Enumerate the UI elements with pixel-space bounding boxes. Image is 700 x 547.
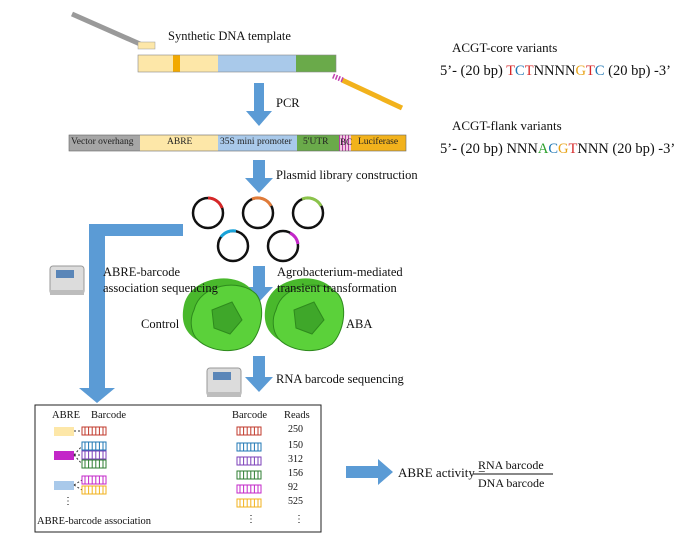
right-barcode-4 (236, 470, 262, 480)
reads-value: 525 (288, 496, 303, 507)
right-barcode-1 (236, 426, 262, 436)
construct-bar (68, 134, 407, 152)
plasmid-3 (291, 196, 325, 230)
left-barcode-3 (81, 450, 107, 460)
left-barcode-5 (81, 475, 107, 485)
agro-label-2: transient transformation (277, 281, 397, 295)
left-barcode-2 (81, 441, 107, 451)
formula-arrow (346, 459, 393, 485)
left-barcode-6 (81, 485, 107, 495)
plasmid-2 (241, 196, 275, 230)
reads-value: 150 (288, 440, 303, 451)
reads-ellipsis: ⋮ (294, 514, 304, 525)
assoc-seq-label-2: association sequencing (103, 281, 218, 295)
formula-numerator: RNA barcode (478, 458, 544, 472)
barcode-table-box (34, 404, 322, 533)
core-variants-title: ACGT-core variants (452, 40, 558, 55)
plasmid-library (191, 196, 325, 263)
core-seq-part: C (515, 63, 525, 79)
plasmid-arrow (245, 160, 273, 193)
flank-variants-title: ACGT-flank variants (452, 118, 562, 133)
flank-seq-part: 5’- (20 bp) NNN (440, 141, 538, 157)
core-seq-part: T (524, 63, 534, 79)
rna-seq-arrow (245, 356, 273, 392)
left-barcodes (81, 426, 107, 495)
table-reads-header: Reads (284, 410, 310, 421)
construct-bc: BC (340, 137, 353, 147)
reads-value: 250 (288, 424, 303, 435)
reads-value: 92 (288, 482, 298, 493)
plasmid-5 (266, 229, 300, 263)
table-footer: ABRE-barcode association (37, 516, 152, 527)
construct-utr: 5'UTR (303, 137, 329, 147)
flank-seq-part: G (558, 141, 569, 157)
flank-seq-part: NNN (20 bp) -3’ (577, 141, 676, 157)
forward-primer (70, 11, 156, 50)
synthetic-dna-template (137, 54, 337, 73)
core-seq-part: G (575, 63, 586, 79)
left-barcode-1 (81, 426, 107, 436)
sequencer-icon (49, 265, 85, 295)
table-abre-header: ABRE (52, 410, 81, 421)
table-barcode-header: Barcode (91, 410, 126, 421)
core-seq-part: (20 bp) -3’ (604, 63, 671, 79)
core-seq-part: NNNN (533, 63, 576, 79)
right-barcode-6 (236, 498, 262, 508)
leaf-control (182, 278, 263, 352)
formula-lhs: ABRE activity = (398, 465, 486, 480)
plasmid-1 (191, 196, 225, 230)
control-label: Control (141, 317, 180, 331)
right-barcode-2 (236, 442, 262, 452)
reverse-primer (332, 73, 404, 111)
rna-seq-label: RNA barcode sequencing (276, 372, 404, 386)
mid-ellipsis: ⋮ (246, 514, 256, 525)
agro-label-1: Agrobacterium-mediated (277, 265, 403, 279)
flank-seq-part: A (537, 141, 549, 157)
left-barcode-4 (81, 459, 107, 469)
core-seq-part: 5’- (20 bp) (440, 63, 507, 79)
pcr-label: PCR (276, 96, 300, 110)
association-entries (54, 427, 83, 491)
right-barcodes (236, 426, 262, 508)
construct-abre: ABRE (167, 137, 193, 147)
core-variants-sequence: 5’- (20 bp) TCTNNNNGTC (20 bp) -3’ (440, 63, 671, 80)
association-arrow (79, 224, 183, 403)
reads-value: 312 (288, 454, 303, 465)
construct-luciferase: Luciferase (358, 137, 399, 147)
left-ellipsis: ⋮ (63, 496, 73, 507)
pcr-arrow (246, 83, 272, 126)
assoc-seq-label-1: ABRE-barcode (103, 265, 181, 279)
table-barcode-header-2: Barcode (232, 410, 267, 421)
synthetic-template-label: Synthetic DNA template (168, 29, 291, 43)
aba-label: ABA (346, 317, 373, 331)
flank-variants-sequence: 5’- (20 bp) NNNACGTNNN (20 bp) -3’ (440, 141, 675, 158)
core-seq-part: C (594, 63, 605, 79)
core-seq-part: T (585, 63, 595, 79)
leaf-aba (264, 278, 345, 352)
core-seq-part: T (506, 63, 516, 79)
construct-promoter: 35S mini promoter (220, 137, 292, 147)
right-barcode-3 (236, 456, 262, 466)
formula-denominator: DNA barcode (478, 476, 545, 490)
plasmid-4 (216, 229, 250, 263)
reads-value: 156 (288, 468, 303, 479)
flank-seq-part: C (548, 141, 559, 157)
plasmid-library-label: Plasmid library construction (276, 168, 418, 182)
right-barcode-5 (236, 484, 262, 494)
flank-seq-part: T (568, 141, 578, 157)
construct-vector-overhang: Vector overhang (71, 137, 134, 147)
sequencer-icon-2 (206, 367, 242, 397)
arrows (79, 83, 393, 485)
